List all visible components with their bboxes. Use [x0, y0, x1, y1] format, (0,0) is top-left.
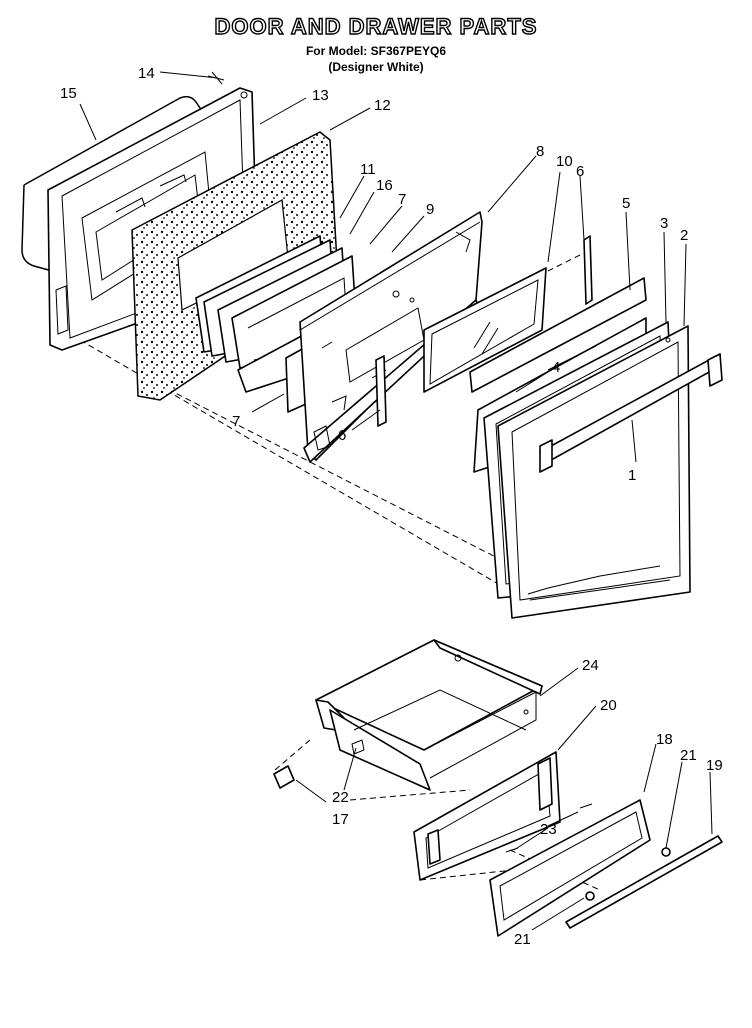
drawer-body: [315, 639, 543, 791]
callout-2: 2: [680, 227, 688, 244]
callout-19: 19: [706, 757, 723, 774]
finish-line: (Designer White): [328, 60, 424, 74]
callout-1: 1: [628, 467, 636, 484]
callout-10: 10: [556, 153, 573, 170]
drawer-trim-panel: [489, 799, 651, 937]
callout-15: 15: [60, 85, 77, 102]
callout-21-upper: 21: [680, 747, 697, 764]
callout-7-lower: 7: [232, 413, 240, 430]
callout-22: 22: [332, 789, 349, 806]
drawer-fasteners: [505, 803, 671, 901]
callout-4: 4: [552, 359, 560, 376]
callout-20: 20: [600, 697, 617, 714]
callout-24: 24: [582, 657, 599, 674]
callout-7-upper: 7: [398, 191, 406, 208]
drawer-front-panel: [413, 751, 561, 881]
callout-9: 9: [426, 201, 434, 218]
callout-6-lower: 6: [338, 427, 346, 444]
drawer-slide-bolt: [351, 739, 365, 755]
callout-23: 23: [540, 821, 557, 838]
callout-11: 11: [360, 161, 376, 178]
door-window-glass: [423, 267, 547, 393]
callout-13: 13: [312, 87, 329, 104]
door-insulation: [131, 131, 339, 401]
callout-8: 8: [536, 143, 544, 160]
callout-5: 5: [622, 195, 630, 212]
door-insulation-sheet: [469, 277, 647, 393]
callout-3: 3: [660, 215, 668, 232]
callout-18: 18: [656, 731, 673, 748]
callout-12: 12: [374, 97, 391, 114]
callout-labels: 14 15 13 12 11 16 7 9 8 10 6 5 3 2 4 7 6…: [60, 65, 723, 948]
callout-6-upper: 6: [576, 163, 584, 180]
callout-16: 16: [376, 177, 393, 194]
drawer-trim-strip: [565, 835, 723, 929]
callout-17: 17: [332, 811, 349, 828]
model-line: For Model: SF367PEYQ6: [305, 44, 447, 58]
door-gasket: [23, 95, 205, 186]
leader-lines: [79, 71, 713, 931]
drawer-slide-clip: [273, 765, 295, 789]
door-handle: [539, 353, 723, 473]
hinge-brackets: [375, 235, 593, 427]
page-title: DOOR AND DRAWER PARTS: [214, 13, 538, 39]
callout-14: 14: [138, 65, 155, 82]
callout-21-lower: 21: [514, 931, 531, 948]
